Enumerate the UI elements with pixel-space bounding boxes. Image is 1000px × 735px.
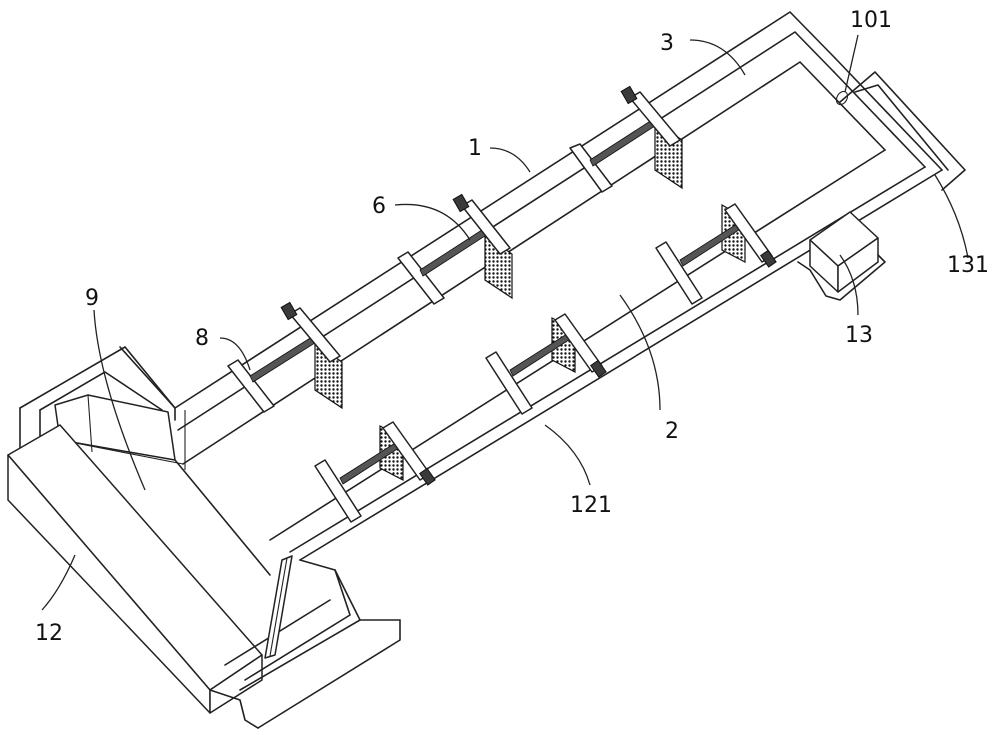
scraper-upper-3 bbox=[227, 301, 343, 413]
outlet-trough bbox=[839, 71, 966, 191]
scraper-lower-2 bbox=[485, 313, 607, 415]
label-3: 3 bbox=[660, 31, 674, 56]
label-121: 121 bbox=[570, 493, 612, 518]
label-6: 6 bbox=[372, 194, 386, 219]
front-chamber bbox=[224, 555, 401, 729]
label-9: 9 bbox=[85, 286, 99, 311]
scraper-upper-1 bbox=[569, 85, 683, 193]
label-12: 12 bbox=[35, 621, 63, 646]
drain-hole bbox=[835, 90, 849, 106]
label-131: 131 bbox=[947, 253, 989, 278]
upper-scrapers bbox=[227, 85, 683, 413]
scraper-lower-3 bbox=[314, 421, 436, 523]
lower-scrapers bbox=[314, 203, 777, 523]
motor-box bbox=[797, 211, 886, 301]
reference-numerals: 101 3 1 6 131 13 9 8 2 121 12 bbox=[35, 8, 989, 646]
scraper-upper-2 bbox=[397, 193, 513, 305]
leader-lines bbox=[41, 34, 969, 611]
label-13: 13 bbox=[845, 323, 873, 348]
scraper-lower-1 bbox=[655, 203, 777, 305]
main-tank bbox=[119, 11, 943, 561]
label-101: 101 bbox=[850, 8, 892, 33]
label-8: 8 bbox=[195, 326, 209, 351]
label-2: 2 bbox=[665, 419, 679, 444]
label-1: 1 bbox=[468, 136, 482, 161]
bottom-trough bbox=[7, 424, 263, 729]
